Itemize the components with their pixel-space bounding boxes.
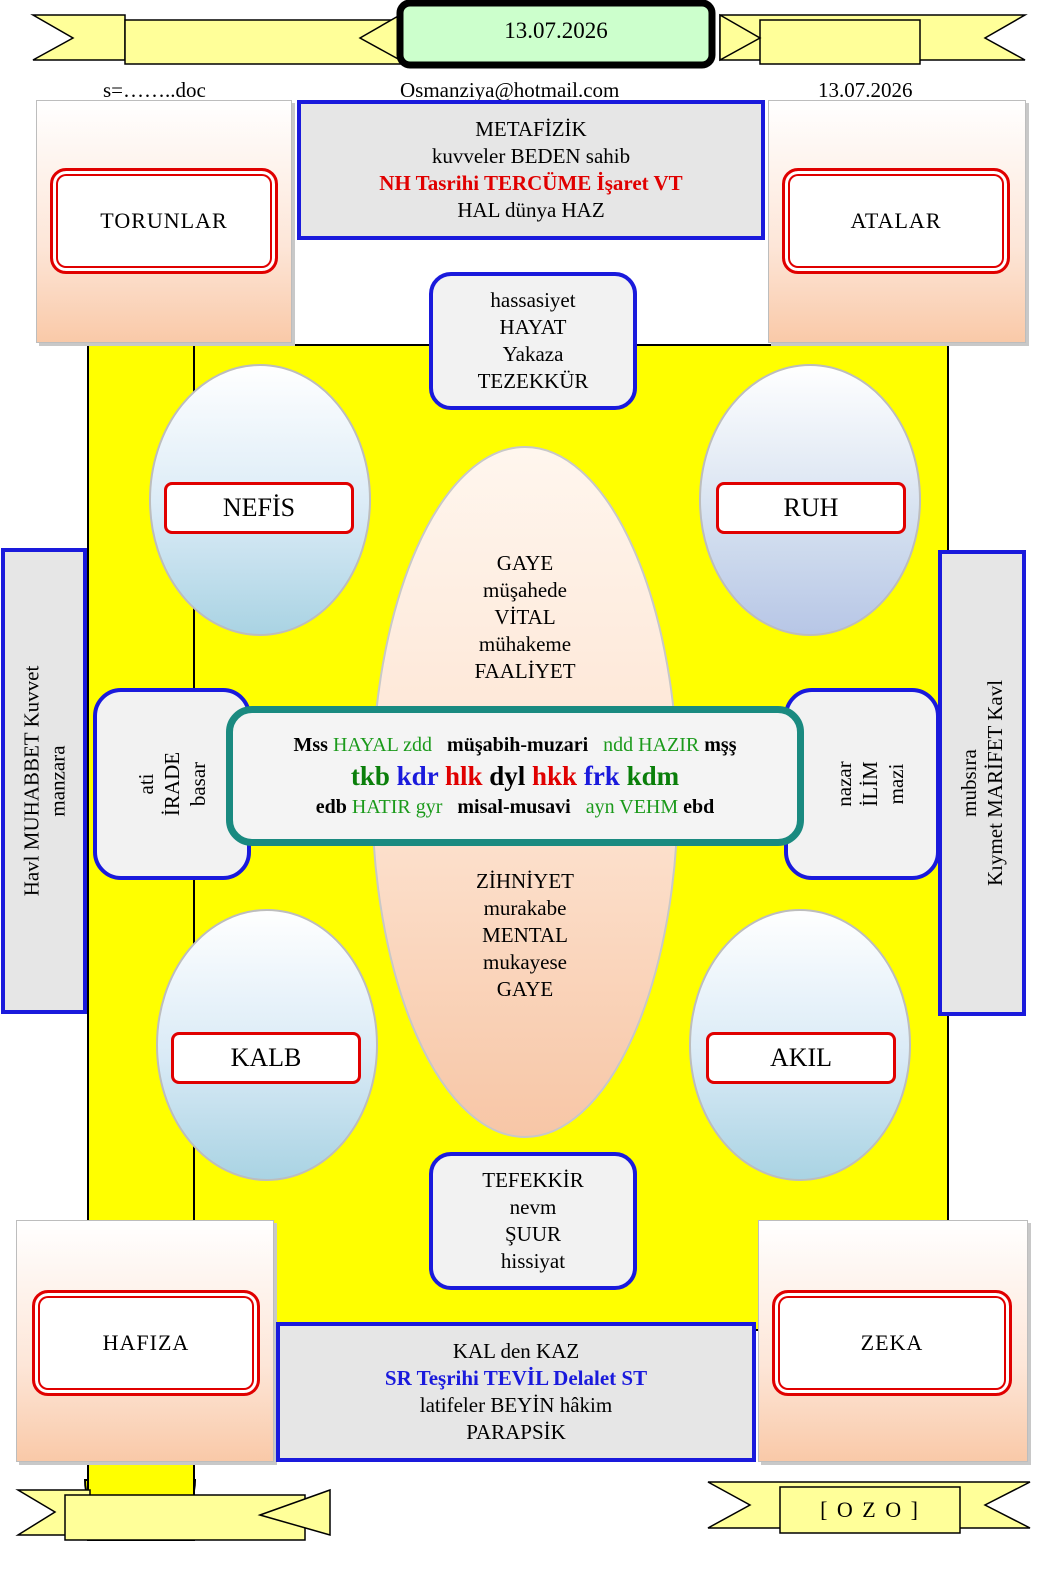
top-box-line-3: NH Tasrihi TERCÜME İşaret VT <box>379 171 683 195</box>
side-outer-right-line-1: mubsıra <box>957 749 982 817</box>
bottom-inner-line-2: nevm <box>509 1195 557 1219</box>
row2-tkb: tkb <box>350 761 390 791</box>
email-text: Osmanziya@hotmail.com <box>400 78 620 102</box>
bottom-inner-box: TEFEKKİR nevm ŞUUR hissiyat <box>429 1152 637 1290</box>
row3-edb: edb <box>315 796 347 818</box>
side-outer-right-box <box>938 550 1026 1016</box>
center-upper-line-2: müşahede <box>483 577 567 602</box>
label-hafiza: HAFIZA <box>32 1290 260 1396</box>
ribbon-top-left <box>30 13 403 65</box>
top-info-box: METAFİZİK kuvveler BEDEN sahib NH Tasrih… <box>297 100 765 240</box>
side-outer-right-text: mubsıra Kıymet MARİFET Kavl <box>938 550 1026 1016</box>
bottom-info-box: KAL den KAZ SR Teşrihi TEVİL Delalet ST … <box>276 1322 756 1462</box>
oval-label-ruh: RUH <box>716 482 906 534</box>
center-lower-line-1: ZİHNİYET <box>476 868 574 893</box>
bottom-box-line-1: KAL den KAZ <box>452 1339 580 1363</box>
label-zeka: ZEKA <box>772 1290 1012 1396</box>
center-lower-line-2: murakabe <box>483 895 567 920</box>
bottom-inner-line-1: TEFEKKİR <box>482 1168 584 1192</box>
center-lower-line-3: MENTAL <box>482 922 568 947</box>
center-upper-line-4: mühakeme <box>478 631 572 656</box>
top-box-line-2: kuvveler BEDEN sahib <box>431 144 631 168</box>
side-outer-left-text: Havl MUHABBET Kuvvet manzara <box>1 548 87 1014</box>
row3-vehm: ayn VEHM <box>585 796 679 818</box>
center-row-1: Mss HAYAL zdd müşabih-muzari ndd HAZIR m… <box>294 731 737 759</box>
row2-dyl: dyl <box>489 761 526 791</box>
ribbon-top-right <box>719 13 1028 65</box>
side-inner-right-line-1: nazar <box>832 761 856 807</box>
label-torunlar: TORUNLAR <box>50 168 278 274</box>
ribbon-bottom-left <box>15 1488 331 1541</box>
top-inner-line-2: HAYAT <box>499 315 567 339</box>
file-label: s=……..doc <box>103 78 206 102</box>
side-inner-right-line-3: mazi <box>884 763 908 805</box>
center-lower-text: ZİHNİYET murakabe MENTAL mukayese GAYE <box>445 866 605 1004</box>
center-upper-line-3: VİTAL <box>494 604 556 629</box>
row3-hatir: HATIR gyr <box>351 796 443 818</box>
side-inner-right-line-2: İLİM <box>858 761 882 807</box>
bottom-box-line-4: PARAPSİK <box>466 1420 566 1444</box>
side-outer-left-line-1: Havl MUHABBET Kuvvet <box>19 665 44 897</box>
side-inner-left-box <box>93 688 251 880</box>
row2-kdr: kdr <box>396 761 439 791</box>
oval-label-nefis: NEFİS <box>164 482 354 534</box>
row1-mss2: mşş <box>704 734 737 756</box>
center-row-3: edb HATIR gyr misal-musavi ayn VEHM ebd <box>316 793 715 821</box>
bottom-inner-line-4: hissiyat <box>500 1249 566 1273</box>
side-inner-left-line-2: İRADE <box>159 751 184 817</box>
oval-label-kalb: KALB <box>171 1032 361 1084</box>
row2-hkk: hkk <box>532 761 578 791</box>
center-upper-line-5: FAALİYET <box>474 658 576 683</box>
row2-kdm: kdm <box>626 761 680 791</box>
label-atalar: ATALAR <box>782 168 1010 274</box>
row1-musabih: müşabih-muzari <box>447 734 589 756</box>
ribbon-bottom-right <box>707 1481 1031 1534</box>
side-inner-left-line-3: basar <box>185 761 210 807</box>
row3-misal: misal-musavi <box>457 796 571 818</box>
date-box-frame <box>396 0 716 69</box>
row1-mss: Mss <box>293 734 328 756</box>
side-outer-left-line-2: manzara <box>45 745 70 817</box>
side-outer-right-line-2: Kıymet MARİFET Kavl <box>983 679 1008 887</box>
row2-hlk: hlk <box>444 761 483 791</box>
footer-label: [ O Z O ] <box>820 1497 920 1522</box>
bottom-box-line-3: latifeler BEYİN hâkim <box>419 1393 613 1417</box>
bottom-box-line-2: SR Teşrihi TEVİL Delalet ST <box>384 1366 648 1390</box>
top-box-line-1: METAFİZİK <box>475 117 587 141</box>
center-row-2: tkb kdr hlk dyl hkk frk kdm <box>351 759 679 793</box>
top-inner-box: hassasiyet HAYAT Yakaza TEZEKKÜR <box>429 272 637 410</box>
side-inner-left-line-1: ati <box>133 773 158 795</box>
top-box-line-4: HAL dünya HAZ <box>457 198 605 222</box>
top-inner-line-1: hassasiyet <box>490 288 576 312</box>
row1-hazir: ndd HAZIR <box>603 734 700 756</box>
center-lower-line-5: GAYE <box>496 976 554 1001</box>
center-code-box: Mss HAYAL zdd müşabih-muzari ndd HAZIR m… <box>226 706 804 846</box>
row1-hayal: HAYAL zdd <box>332 734 433 756</box>
oval-label-akil: AKIL <box>706 1032 896 1084</box>
date-box: 13.07.2026 <box>504 18 608 43</box>
side-outer-left-box <box>1 548 87 1014</box>
top-inner-line-4: TEZEKKÜR <box>477 369 589 393</box>
row3-ebd: ebd <box>683 796 715 818</box>
bottom-inner-line-3: ŞUUR <box>504 1222 562 1246</box>
center-upper-line-1: GAYE <box>496 550 554 575</box>
side-inner-right-text: nazar İLİM mazi <box>800 688 940 880</box>
row2-frk: frk <box>583 761 620 791</box>
center-upper-text: GAYE müşahede VİTAL mühakeme FAALİYET <box>445 548 605 686</box>
date-right: 13.07.2026 <box>818 78 913 102</box>
center-lower-line-4: mukayese <box>483 949 567 974</box>
top-inner-line-3: Yakaza <box>502 342 564 366</box>
